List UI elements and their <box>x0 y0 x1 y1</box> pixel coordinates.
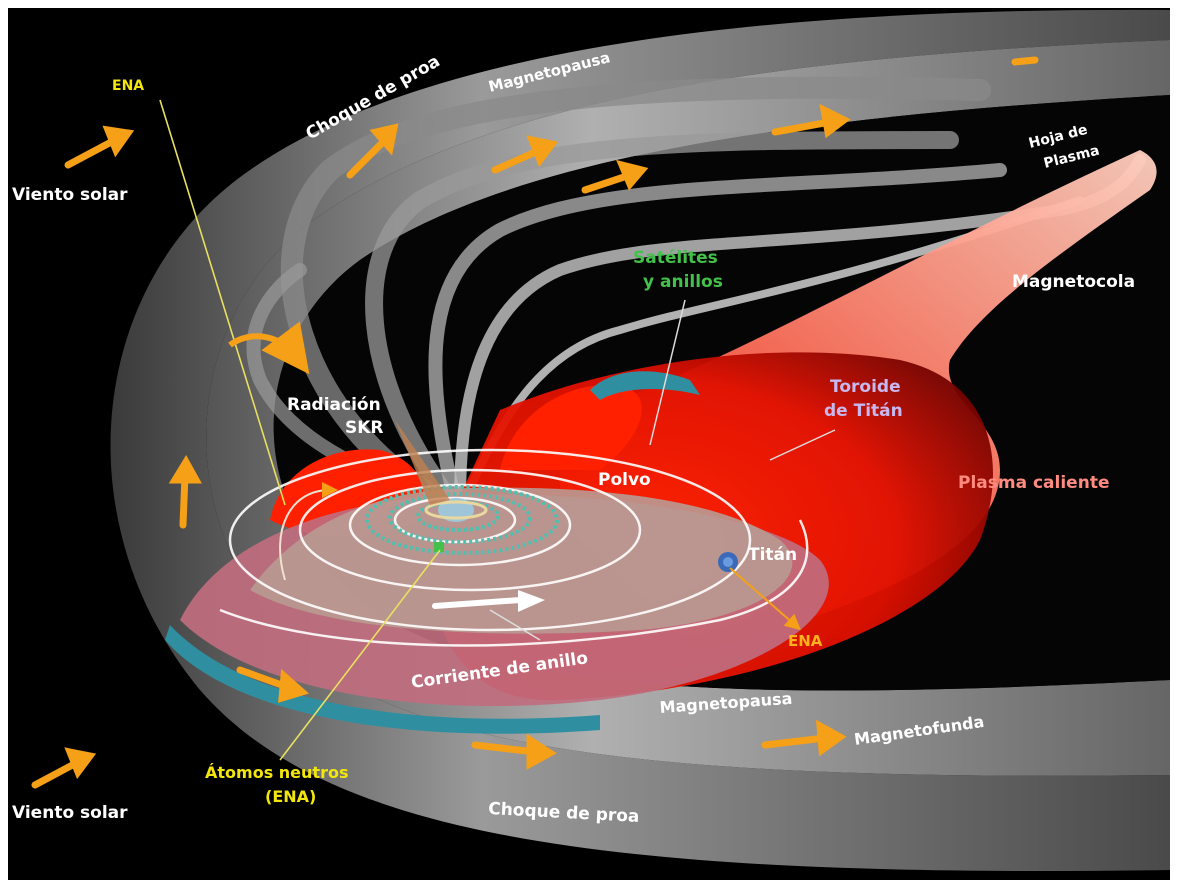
teal-edge <box>165 625 600 734</box>
magnetotail-label: Magnetocola <box>1012 272 1135 292</box>
flow-arrow-icon <box>471 733 557 770</box>
flow-arrow-icon <box>771 103 851 139</box>
flow-arrow-icon <box>761 719 847 757</box>
ena-line-top <box>159 99 286 506</box>
solar-wind-bottom-label: Viento solar <box>12 803 128 823</box>
orbit-rings <box>219 448 809 647</box>
curved-arrow-left-icon <box>279 482 338 581</box>
pointer-satellites <box>649 299 686 446</box>
neutral-atoms-label-1: Átomos neutros <box>205 763 348 782</box>
ena-line-bottom <box>279 549 441 761</box>
pointer-ring-current <box>489 609 541 641</box>
flow-arrows <box>31 56 1039 789</box>
ring-current-arrow-icon <box>432 590 545 612</box>
flow-arrow-icon <box>168 455 202 529</box>
titan-torus-label-2: de Titán <box>824 401 903 421</box>
neutral-atoms-label-2: (ENA) <box>265 787 316 806</box>
hot-plasma-label: Plasma caliente <box>958 473 1109 493</box>
teal-cap <box>590 371 700 400</box>
satellites-label-2: y anillos <box>643 272 723 292</box>
magnetopause-region <box>206 40 1170 776</box>
skr-label-1: Radiación <box>287 395 381 415</box>
bow-shock-region <box>110 9 1170 872</box>
titan-torus-label-1: Toroide <box>830 377 901 397</box>
ena-bottom-label: ENA <box>788 632 823 650</box>
flow-arrow-icon <box>581 159 649 194</box>
solar-wind-top-label: Viento solar <box>12 185 128 205</box>
flow-arrow-icon <box>491 135 559 174</box>
curved-arrow-cusp-icon <box>228 321 310 375</box>
ena-arrow-titan <box>729 567 802 631</box>
saturn-icon <box>424 498 488 522</box>
ena-top-label: ENA <box>112 78 144 94</box>
flow-arrow-icon <box>1011 56 1039 66</box>
dust-label: Polvo <box>598 470 651 490</box>
red-lobe-right <box>500 384 642 470</box>
skr-radiation-icon <box>395 420 450 505</box>
pointer-torus <box>769 429 836 461</box>
solar-wind-arrow-icon <box>64 125 135 169</box>
skr-label-2: SKR <box>345 418 384 438</box>
solar-wind-arrow-icon <box>31 747 97 789</box>
titan-label: Titán <box>748 545 797 565</box>
flow-arrow-icon <box>346 123 399 179</box>
satellite-marker <box>434 542 444 552</box>
titan-icon <box>718 552 738 572</box>
titan-torus <box>250 487 793 634</box>
flow-arrow-icon <box>236 666 310 703</box>
satellites-label-1: Satélites <box>633 248 718 268</box>
